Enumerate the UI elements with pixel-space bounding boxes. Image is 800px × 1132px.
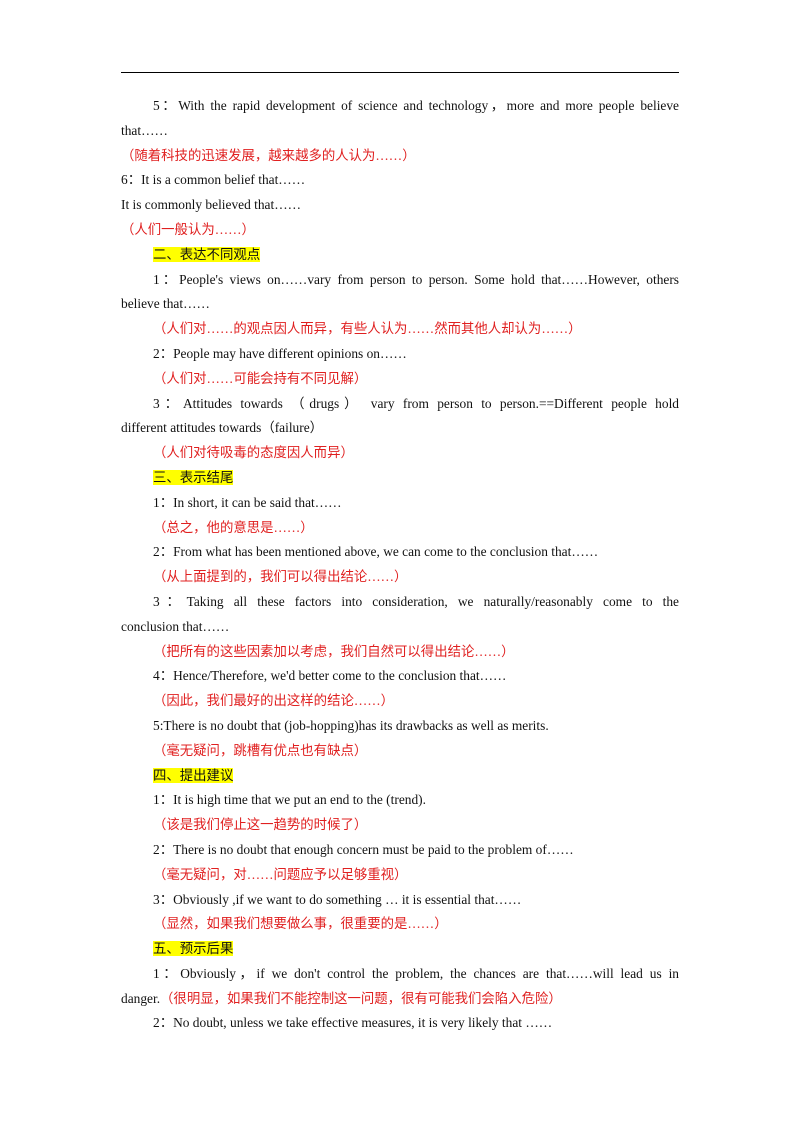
section-heading: 二、表达不同观点 (121, 243, 679, 268)
section-heading-text: 五、预示后果 (153, 941, 234, 957)
item-text: 2：People may have different opinions on…… (153, 345, 407, 361)
item-text-continued: believe that…… (121, 296, 210, 312)
item-text: 6：It is a common belief that…… (121, 172, 306, 188)
item-translation: （人们对待吸毒的态度因人而异） (153, 445, 354, 461)
item-text: 2：There is no doubt that enough concern … (153, 841, 574, 857)
item-translation: （因此，我们最好的出这样的结论……） (153, 693, 395, 709)
section-heading: 四、提出建议 (121, 764, 679, 789)
item-text-continued: danger.（很明显，如果我们不能控制这一问题，很有可能我们会陷入危险） (121, 987, 679, 1012)
item-text: 5：With the rapid development of science … (153, 98, 679, 113)
item-text-continued: conclusion that…… (121, 618, 230, 634)
item-text: 3：Obviously ,if we want to do something … (153, 891, 522, 907)
item-translation: （毫无疑问，对……问题应予以足够重视） (153, 866, 408, 882)
item-text-end: danger. (121, 990, 161, 1006)
item-translation: （人们对……的观点因人而异，有些人认为……然而其他人却认为……） (153, 321, 582, 337)
document-body: 5：With the rapid development of science … (121, 94, 679, 1036)
item-translation: （人们对……可能会持有不同见解） (153, 370, 368, 386)
item-translation: （随着科技的迅速发展，越来越多的人认为……） (121, 147, 416, 163)
item-text-continued: It is commonly believed that…… (121, 197, 301, 213)
item-text: 1：People's views on……vary from person to… (153, 271, 679, 287)
section-heading-text: 四、提出建议 (153, 767, 234, 783)
section-heading-text: 二、表达不同观点 (153, 246, 261, 262)
section-heading-text: 三、表示结尾 (153, 469, 234, 485)
section-heading: 三、表示结尾 (121, 466, 679, 491)
item-translation: （该是我们停止这一趋势的时候了） (153, 817, 368, 833)
item-translation: （从上面提到的，我们可以得出结论……） (153, 569, 408, 585)
item-translation: （毫无疑问，跳槽有优点也有缺点） (153, 742, 368, 758)
item-translation: （把所有的这些因素加以考虑，我们自然可以得出结论……） (153, 643, 515, 659)
item-translation: （总之，他的意思是……） (153, 519, 314, 535)
header-rule (121, 72, 679, 73)
item-translation: （显然，如果我们想要做么事，很重要的是……） (153, 916, 448, 932)
item-translation: （人们一般认为……） (121, 221, 255, 237)
item-text: 2：No doubt, unless we take effective mea… (153, 1015, 553, 1031)
item-text-continued: different attitudes towards（failure） (121, 420, 324, 436)
item-text: 3：Attitudes towards （drugs） vary from pe… (153, 395, 679, 411)
section-heading: 五、预示后果 (121, 937, 679, 962)
item-text: 1：In short, it can be said that…… (153, 494, 342, 510)
item-text: 3：Taking all these factors into consider… (153, 593, 679, 609)
item-translation: （很明显，如果我们不能控制这一问题，很有可能我们会陷入危险） (160, 990, 562, 1006)
item-text: 1：It is high time that we put an end to … (153, 792, 426, 808)
item-text: 2：From what has been mentioned above, we… (153, 544, 599, 560)
item-text: 1：Obviously，if we don't control the prob… (153, 965, 679, 981)
item-text: 4：Hence/Therefore, we'd better come to t… (153, 668, 507, 684)
item-text: 5:There is no doubt that (job-hopping)ha… (153, 717, 549, 733)
item-text-continued: that…… (121, 122, 168, 138)
